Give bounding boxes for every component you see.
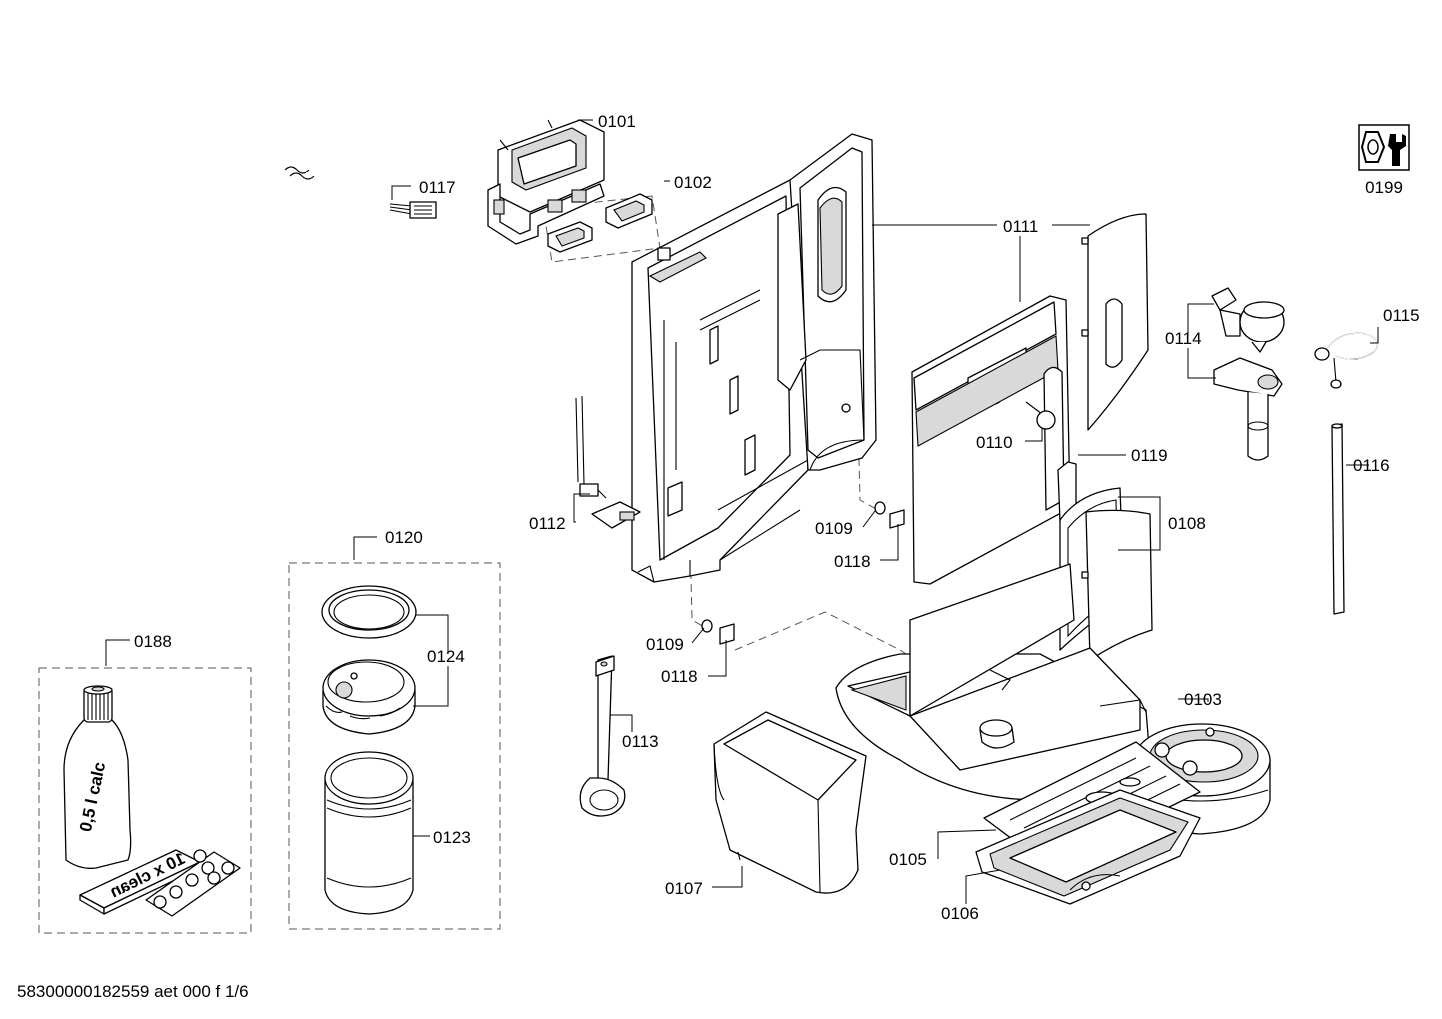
door-cover-0111 [1081, 213, 1149, 431]
label-0118-upper: 0118 [834, 552, 871, 571]
group-box-0188 [38, 667, 252, 934]
wire-harness-0112 [575, 395, 641, 529]
label-0119: 0119 [1131, 446, 1168, 465]
control-unit-0101 [487, 119, 605, 245]
cable-0117 [284, 166, 437, 219]
label-0107: 0107 [665, 879, 703, 898]
label-0101: 0101 [598, 112, 636, 131]
measuring-scoop-0113 [579, 655, 626, 817]
plug-0109-upper [874, 501, 886, 515]
group-box-0120 [288, 562, 501, 930]
part-labels: 0101 0102 0117 0199 0111 0114 0115 0110 … [134, 112, 1420, 923]
descaler-bottle-0188: 0,5 l calc [63, 685, 132, 869]
label-0113: 0113 [622, 732, 659, 751]
plug-0109-lower [701, 619, 713, 633]
label-0120: 0120 [385, 528, 423, 547]
tube-0116 [1331, 423, 1345, 615]
pad-0118-lower [719, 623, 735, 645]
drip-tray-0106 [975, 789, 1201, 905]
label-0109-upper: 0109 [815, 519, 853, 538]
label-0111: 0111 [1003, 217, 1038, 236]
valve-0114 [1211, 287, 1285, 461]
label-0116: 0116 [1353, 456, 1390, 475]
side-panel-0108 [1059, 487, 1153, 661]
label-0102: 0102 [674, 173, 712, 192]
wrench-nut-icon [1358, 124, 1410, 171]
pad-0118-upper [889, 509, 905, 529]
label-0199: 0199 [1365, 178, 1403, 197]
front-panel-0111 [911, 295, 1071, 585]
frame-main [631, 179, 809, 583]
label-0110: 0110 [976, 433, 1013, 452]
leader-lines [105, 119, 1379, 904]
label-0109-lower: 0109 [646, 635, 684, 654]
label-0114: 0114 [1165, 329, 1202, 348]
label-0118-lower: 0118 [661, 667, 698, 686]
buttons-0102 [547, 193, 653, 253]
filter-cartridge-0123 [324, 751, 414, 915]
label-0106: 0106 [941, 904, 979, 923]
clip-0115 [1314, 332, 1379, 389]
label-0103: 0103 [1184, 690, 1222, 709]
label-0123: 0123 [433, 828, 471, 847]
base-housing [835, 563, 1151, 801]
frame-side [777, 133, 877, 471]
document-id: 58300000182559 aet 000 f 1/6 [17, 982, 249, 1001]
label-0112: 0112 [529, 514, 566, 533]
label-0124: 0124 [427, 647, 465, 666]
label-0105: 0105 [889, 850, 927, 869]
filter-lid-0124 [322, 659, 416, 735]
grounds-container-0107 [713, 711, 867, 894]
seal-ring-0124 [321, 585, 417, 639]
assembly-line-0109-left [674, 527, 707, 629]
label-0108: 0108 [1168, 514, 1206, 533]
label-0115: 0115 [1383, 306, 1420, 325]
label-0188: 0188 [134, 632, 172, 651]
label-0117: 0117 [419, 178, 456, 197]
